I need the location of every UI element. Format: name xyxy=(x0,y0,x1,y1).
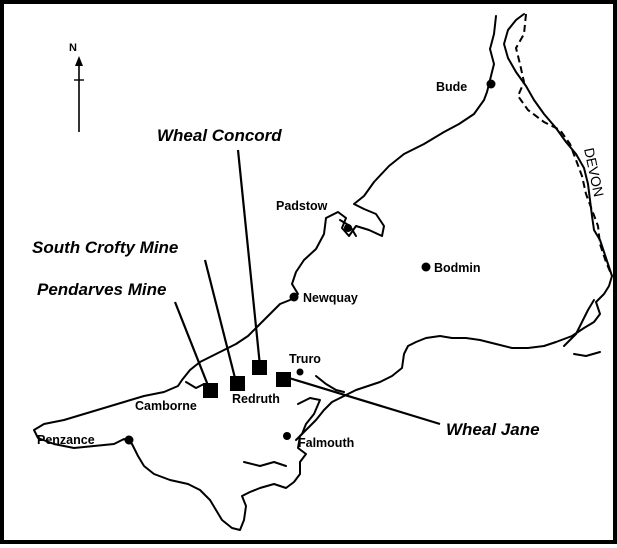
falmouth-dot-icon xyxy=(283,432,291,440)
bude-label: Bude xyxy=(436,80,467,94)
south-crofty-leader xyxy=(203,259,238,383)
town-truro: Truro xyxy=(289,352,321,376)
wheal-jane-label: Wheal Jane xyxy=(446,420,540,439)
north-arrow: N xyxy=(69,42,84,132)
cornwall-map: N DEVON Bude Padstow Bodmin xyxy=(32,13,613,531)
mine-pendarves: Pendarves Mine xyxy=(37,280,218,398)
penzance-label: Penzance xyxy=(37,433,95,447)
bude-dot-icon xyxy=(486,79,496,89)
wheal-jane-leader xyxy=(288,376,441,426)
cornwall-coastline xyxy=(33,13,613,531)
pendarves-marker-icon xyxy=(203,383,218,398)
town-newquay: Newquay xyxy=(289,291,358,305)
north-label: N xyxy=(69,42,77,54)
town-camborne: Camborne xyxy=(135,399,197,413)
wheal-concord-marker-icon xyxy=(252,360,267,375)
mine-wheal-jane: Wheal Jane xyxy=(276,372,540,439)
truro-label: Truro xyxy=(289,352,321,366)
pendarves-label: Pendarves Mine xyxy=(37,280,166,299)
wheal-jane-marker-icon xyxy=(276,372,291,387)
north-arrow-head-icon xyxy=(75,56,83,66)
town-bodmin: Bodmin xyxy=(421,261,481,275)
penzance-dot-icon xyxy=(124,435,134,445)
fal-estuary xyxy=(295,397,321,441)
bodmin-dot-icon xyxy=(421,262,431,272)
bodmin-label: Bodmin xyxy=(434,261,481,275)
wheal-concord-label: Wheal Concord xyxy=(157,126,282,145)
devon-border xyxy=(514,13,613,277)
town-padstow: Padstow xyxy=(276,199,352,232)
falmouth-label: Falmouth xyxy=(298,436,354,450)
town-redruth: Redruth xyxy=(232,392,280,406)
padstow-dot-icon xyxy=(344,224,352,232)
town-falmouth: Falmouth xyxy=(283,432,354,450)
hayle-estuary xyxy=(185,381,205,389)
pendarves-leader xyxy=(173,301,211,389)
truro-dot-icon xyxy=(296,368,304,376)
town-penzance: Penzance xyxy=(37,433,134,447)
helford-river xyxy=(243,461,287,467)
tamar-estuary xyxy=(563,299,601,357)
redruth-label: Redruth xyxy=(232,392,280,406)
padstow-label: Padstow xyxy=(276,199,328,213)
newquay-dot-icon xyxy=(289,292,299,302)
mine-wheal-concord: Wheal Concord xyxy=(157,126,282,375)
mine-south-crofty: South Crofty Mine xyxy=(32,238,245,391)
camborne-label: Camborne xyxy=(135,399,197,413)
town-bude: Bude xyxy=(436,79,496,94)
wheal-concord-leader xyxy=(236,149,262,367)
south-crofty-marker-icon xyxy=(230,376,245,391)
truro-river xyxy=(315,375,345,393)
newquay-label: Newquay xyxy=(303,291,358,305)
south-crofty-label: South Crofty Mine xyxy=(32,238,178,257)
